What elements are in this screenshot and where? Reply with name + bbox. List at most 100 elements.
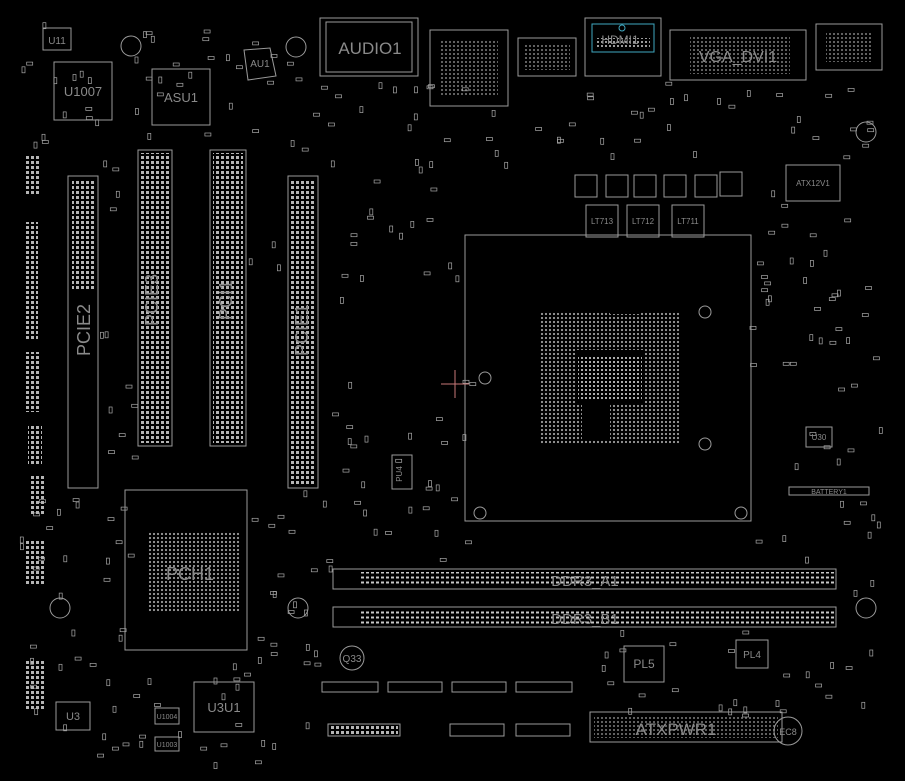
smd-pad [853,590,858,597]
smd-pad [869,649,874,657]
smd-pad [272,743,277,750]
smd-pad [127,553,135,558]
smd-pad [829,340,837,345]
smd-pad [669,642,677,647]
smd-pad [115,540,123,545]
smd-pad [671,688,679,693]
atxpwr1-label: ATXPWR1 [636,720,717,739]
smd-pad [72,498,80,502]
smd-pad [373,528,378,536]
usb-connector [517,37,577,77]
smd-pad [491,110,496,117]
smd-pad [469,382,477,386]
smd-pad [295,77,303,82]
smd-pad [147,133,152,140]
smd-pad [252,129,259,133]
smd-pad [768,295,772,303]
smd-pad [648,107,655,112]
smd-pad [448,262,453,270]
vga-dvi1-label: VGA_DVI1 [699,49,777,66]
smd-pad [628,707,633,715]
smd-pad [232,663,237,671]
smd-pad [287,61,294,66]
smd-pad [112,167,120,172]
smd-pad [115,190,120,198]
crosshair-marker [441,370,469,398]
smd-pad [103,160,108,168]
smd-pad [399,232,403,240]
smd-pad [845,666,853,670]
smd-pad [843,155,851,160]
smd-pad [139,734,146,739]
smd-components [19,22,883,769]
smd-pad [535,127,542,131]
u30-chip: U30 [805,426,833,448]
pl5-label: PL5 [633,657,655,671]
smd-pad [252,41,259,46]
smd-pad [867,128,875,133]
smd-pad [428,480,432,487]
pcie3-label: PCIE3 [142,274,162,326]
smd-pad [439,558,447,562]
smd-pad [277,514,285,519]
smd-pad [305,644,310,651]
u3-label: U3 [66,711,80,723]
smd-pad [825,694,833,699]
h6-hole [287,597,309,619]
atxpwr1-connector: ATXPWR1 [589,711,783,743]
smd-pad [665,81,673,86]
smd-pad [145,76,153,81]
smd-pad [341,273,349,278]
smd-pad [425,486,433,491]
smd-pad [867,531,872,539]
smd-pad [796,116,801,123]
smd-pad [87,77,92,84]
smd-pad [847,88,855,92]
smd-pad [303,661,311,666]
smd-pad [810,260,814,267]
smd-pad [233,677,241,682]
smd-pad [791,126,796,134]
atx12v1-label: ATX12V1 [796,179,830,188]
u1007-label: U1007 [64,84,102,99]
smd-pad [414,86,418,94]
smd-pad [667,124,671,131]
smd-pad [270,54,278,58]
smd-pad [837,289,841,297]
smd-pad [367,215,374,220]
smd-pad [104,331,109,339]
q33-transistor: Q33 [339,645,365,671]
smd-pad [63,555,68,563]
smd-pad [287,610,295,614]
smd-pad [861,313,869,317]
smd-pad [843,520,851,525]
h3-hole [285,36,307,58]
smd-pad [825,93,833,98]
smd-pad [41,140,49,144]
smd-pad [428,84,435,89]
smd-pad [434,529,439,537]
cpu-socket [441,234,752,522]
smd-pad [418,166,423,174]
smd-pad [836,458,841,466]
ddr3-b1-slot: DDR3_B1 [332,606,837,628]
smd-pad [301,147,309,152]
smd-pad [393,86,397,94]
vga-dvi1-connector: VGA_DVI1 [669,29,807,81]
smd-pad [109,207,117,212]
smd-pad [143,31,147,38]
smd-pad [743,706,748,714]
pcie2-label: PCIE2 [74,304,94,356]
smd-pad [154,703,161,707]
smd-pad [85,107,93,111]
smd-pad [462,379,470,384]
smd-pad [267,80,274,85]
smd-pad [847,448,855,453]
smd-pad [226,54,230,62]
smd-pad [814,307,821,311]
smd-pad [844,218,852,223]
smd-pad [634,138,641,143]
smd-pad [768,230,776,235]
smd-pad [728,649,735,653]
hdmi1-connector: HDMI1 [584,17,662,77]
